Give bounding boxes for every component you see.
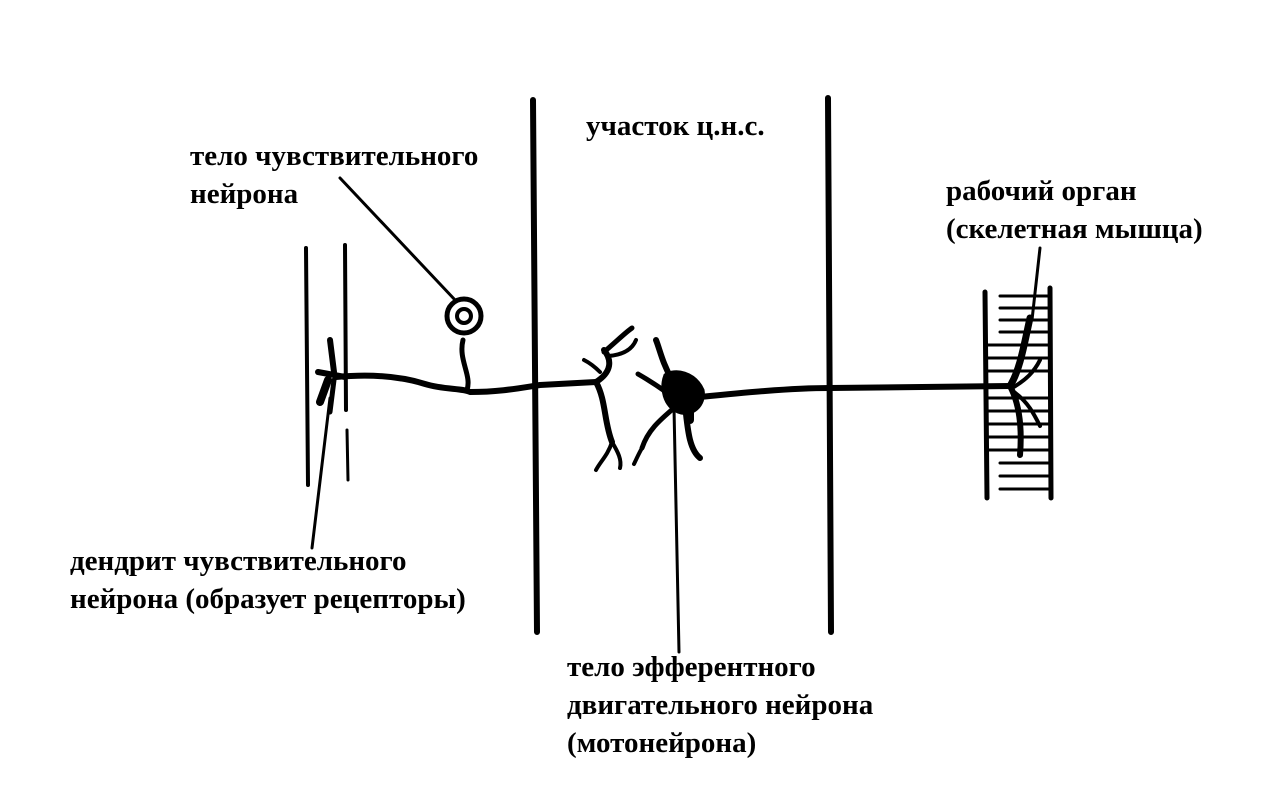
- dendrite-label: дендрит чувствительного нейрона (образуе…: [70, 545, 466, 615]
- motor-neuron-body: [632, 337, 705, 466]
- motor-axon: [697, 383, 1013, 400]
- interneuron-branches: [582, 325, 638, 472]
- effector-label: рабочий орган (скелетная мышца): [946, 175, 1203, 245]
- receptor-zone-lines: [304, 243, 350, 487]
- cns-region-label: участок ц.н.с.: [586, 110, 765, 142]
- motor-neuron-body-label: тело эфферентного двигательного нейрона …: [567, 651, 874, 759]
- cns-boundary-lines: [530, 95, 834, 635]
- sensory-neuron-body: [444, 296, 484, 336]
- pointer-lines: [310, 176, 1042, 654]
- sensory-neuron-body-label: тело чувствительного нейрона: [190, 140, 479, 210]
- sensory-axon: [333, 372, 599, 395]
- skeletal-muscle-effector: [982, 285, 1054, 501]
- sensory-neuron-stem: [459, 337, 471, 393]
